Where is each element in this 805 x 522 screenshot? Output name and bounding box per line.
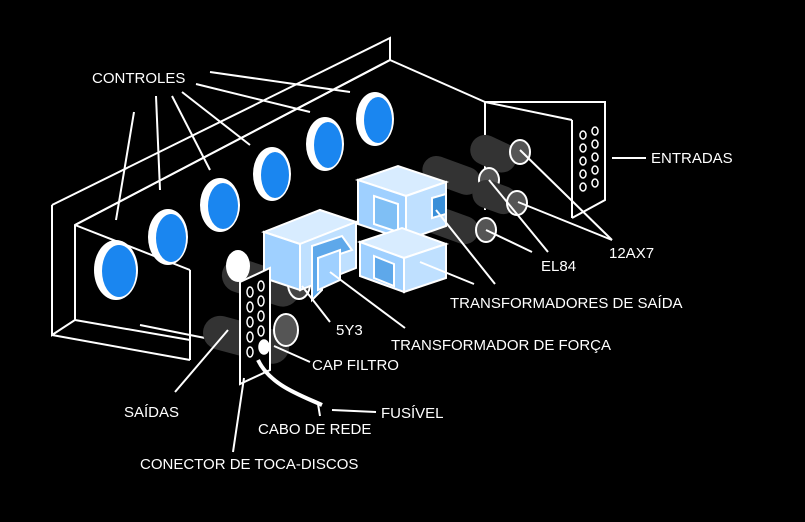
output-transformer-2 [356, 226, 450, 294]
input-jacks [579, 126, 599, 192]
knob-4 [253, 147, 291, 201]
knob-3 [200, 178, 240, 232]
labels: CONTROLES ENTRADAS 12AX7 EL84 TRANSFORMA… [92, 70, 733, 473]
leader-lines [115, 71, 646, 453]
knob-1 [94, 240, 138, 300]
label-transformador-forca: TRANSFORMADOR DE FORÇA [391, 337, 611, 354]
knob-6 [356, 92, 394, 146]
transformers [261, 164, 450, 303]
label-entradas: ENTRADAS [651, 150, 733, 167]
output-transformer-1 [354, 164, 450, 242]
knob-2 [148, 209, 188, 265]
label-conector: CONECTOR DE TOCA-DISCOS [140, 456, 358, 473]
label-transformadores-saida: TRANSFORMADORES DE SAÍDA [450, 295, 683, 312]
power-transformer [261, 208, 359, 303]
label-saidas: SAÍDAS [124, 404, 179, 421]
label-cabo-rede: CABO DE REDE [258, 421, 371, 438]
label-controles: CONTROLES [92, 70, 185, 87]
label-el84: EL84 [541, 258, 576, 275]
label-12ax7: 12AX7 [609, 245, 654, 262]
label-fusivel: FUSÍVEL [381, 405, 444, 422]
tube-12ax7-1 [470, 134, 531, 173]
phono-connector-panel [239, 266, 271, 386]
chassis-outline [51, 36, 606, 361]
label-5y3: 5Y3 [336, 322, 363, 339]
label-cap-filtro: CAP FILTRO [312, 357, 399, 374]
power-cable [256, 359, 323, 407]
control-knobs [94, 92, 394, 300]
knob-5 [306, 117, 344, 171]
